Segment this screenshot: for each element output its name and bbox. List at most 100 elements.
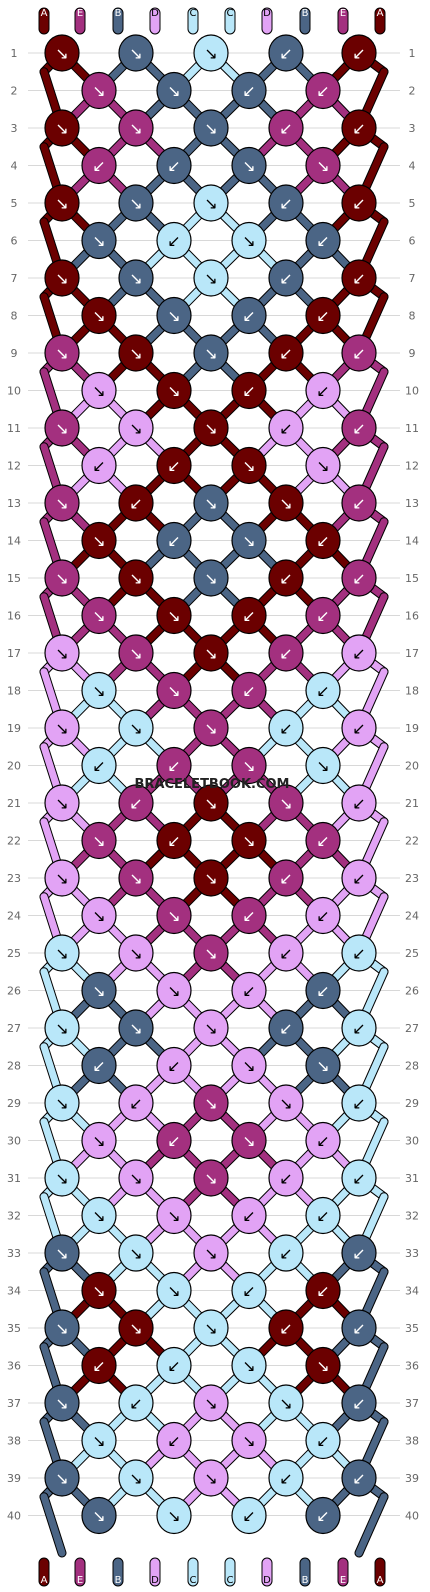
knot-arrow-icon: ↙ [352, 1319, 365, 1338]
knot-arrow-icon: ↘ [167, 1282, 180, 1301]
knot-arrow-icon: ↙ [129, 494, 142, 513]
knot [193, 334, 229, 372]
knot-arrow-icon: ↙ [167, 1057, 180, 1076]
row-number-left: 38 [7, 1435, 21, 1448]
strand-letter-bottom: D [263, 1575, 271, 1586]
knot-arrow-icon: ↘ [129, 1169, 142, 1188]
knot-arrow-icon: ↘ [204, 1169, 217, 1188]
knot [268, 334, 304, 372]
knot [193, 1234, 229, 1272]
knot-arrow-icon: ↙ [352, 119, 365, 138]
knot-arrow-icon: ↘ [92, 1132, 105, 1151]
knot [268, 109, 304, 147]
knot [231, 1271, 267, 1310]
knot [305, 821, 341, 860]
knot-arrow-icon: ↘ [279, 794, 292, 813]
knot-arrow-icon: ↘ [167, 607, 180, 626]
knot-arrow-icon: ↙ [279, 869, 292, 888]
knot-arrow-icon: ↘ [129, 419, 142, 438]
knot-arrow-icon: ↘ [55, 419, 68, 438]
knot [44, 259, 80, 297]
knot-arrow-icon: ↘ [129, 1244, 142, 1263]
strand-letter-bottom: A [41, 1575, 48, 1586]
knot-arrow-icon: ↘ [242, 757, 255, 776]
knot-arrow-icon: ↘ [204, 944, 217, 963]
knot [81, 221, 117, 260]
knot [81, 371, 117, 410]
knot-arrow-icon: ↙ [242, 307, 255, 326]
row-number-left: 16 [7, 610, 21, 623]
knot [44, 184, 80, 222]
knot-arrow-icon: ↙ [316, 1207, 329, 1226]
knot-arrow-icon: ↙ [242, 1282, 255, 1301]
knot-arrow-icon: ↙ [316, 982, 329, 1001]
knot-arrow-icon: ↙ [167, 1132, 180, 1151]
knot [341, 1084, 377, 1122]
knot [231, 746, 267, 785]
knot [305, 1046, 341, 1085]
knot-arrow-icon: ↙ [242, 1507, 255, 1526]
strand-stub-top [337, 7, 349, 35]
knot-arrow-icon: ↘ [279, 1394, 292, 1413]
knot [44, 1009, 80, 1047]
row-number-left: 20 [7, 760, 21, 773]
strand-stub-top [299, 7, 311, 35]
knot [118, 1159, 154, 1197]
knot-arrow-icon: ↘ [242, 1132, 255, 1151]
strand-stub-top [112, 7, 124, 35]
knot [118, 259, 154, 297]
knot-arrow-icon: ↘ [316, 1057, 329, 1076]
knot [268, 1159, 304, 1197]
knot-arrow-icon: ↙ [316, 832, 329, 851]
knot [231, 1196, 267, 1235]
knot [118, 184, 154, 222]
knot [44, 1234, 80, 1272]
knot-arrow-icon: ↘ [55, 269, 68, 288]
knot-arrow-icon: ↙ [279, 1469, 292, 1488]
knot [231, 446, 267, 485]
row-number-right: 39 [405, 1472, 419, 1485]
knot-arrow-icon: ↘ [55, 1394, 68, 1413]
knot-arrow-icon: ↘ [129, 269, 142, 288]
knot [156, 1196, 192, 1235]
knot-arrow-icon: ↙ [167, 757, 180, 776]
knot-arrow-icon: ↙ [279, 419, 292, 438]
knot [118, 409, 154, 447]
knot-arrow-icon: ↘ [204, 1094, 217, 1113]
knot-arrow-icon: ↙ [316, 1132, 329, 1151]
row-number-right: 20 [405, 760, 419, 773]
row-number-right: 4 [409, 160, 416, 173]
strand-letter-top: C [227, 8, 234, 19]
knot [268, 934, 304, 972]
knot [44, 634, 80, 672]
strand-stub-top [38, 7, 50, 35]
knot [305, 1196, 341, 1235]
knot-arrow-icon: ↘ [129, 194, 142, 213]
strand-letter-bottom: B [302, 1575, 309, 1586]
knot [231, 896, 267, 935]
knot-arrow-icon: ↘ [204, 269, 217, 288]
knot-arrow-icon: ↘ [279, 1094, 292, 1113]
knot-arrow-icon: ↙ [279, 44, 292, 63]
row-number-right: 34 [405, 1285, 419, 1298]
knot [305, 146, 341, 185]
row-number-right: 1 [409, 47, 416, 60]
knot-arrow-icon: ↙ [352, 194, 365, 213]
knot [156, 1421, 192, 1460]
row-number-left: 15 [7, 572, 21, 585]
knot [156, 746, 192, 785]
knot [231, 1121, 267, 1160]
knot-arrow-icon: ↙ [167, 1357, 180, 1376]
knot [44, 484, 80, 522]
knot-arrow-icon: ↙ [279, 344, 292, 363]
knot-arrow-icon: ↘ [92, 832, 105, 851]
knot-arrow-icon: ↘ [55, 119, 68, 138]
knot [268, 859, 304, 897]
row-number-left: 31 [7, 1172, 21, 1185]
knot-arrow-icon: ↙ [279, 269, 292, 288]
knot-arrow-icon: ↘ [242, 832, 255, 851]
knot-arrow-icon: ↙ [242, 607, 255, 626]
knot [305, 1121, 341, 1160]
row-number-left: 29 [7, 1097, 21, 1110]
